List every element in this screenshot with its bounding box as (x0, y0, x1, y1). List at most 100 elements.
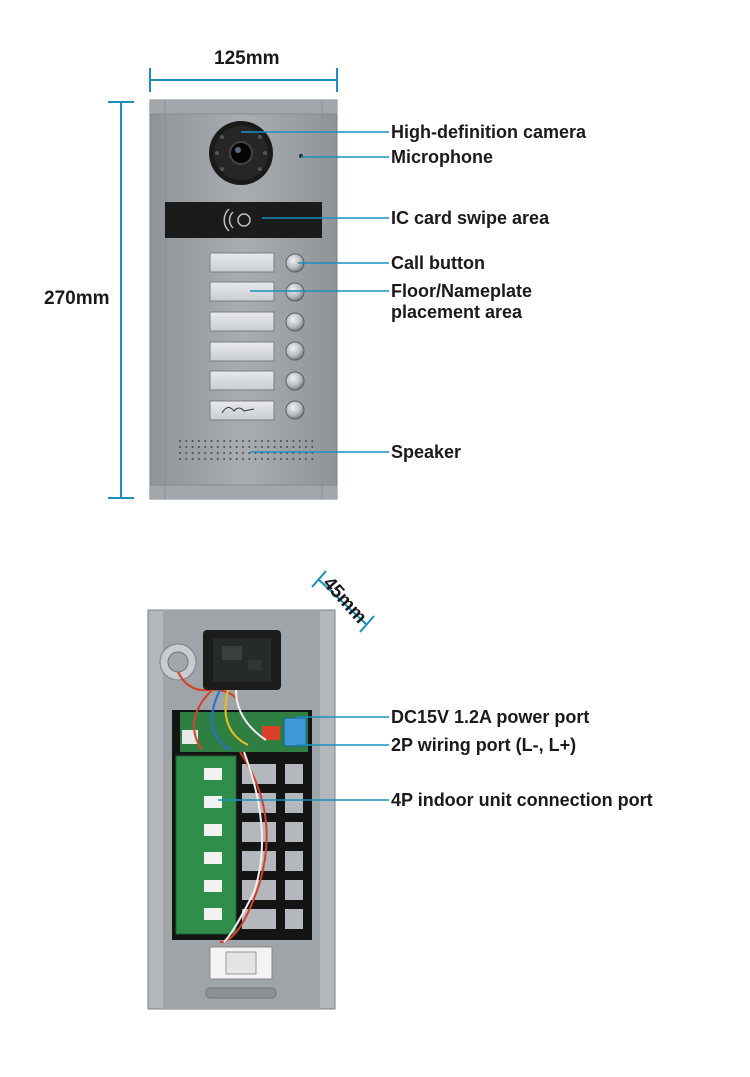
speaker-hole (197, 452, 200, 454)
speaker-hole (229, 452, 232, 454)
front-panel (149, 99, 338, 500)
speaker-hole (229, 458, 232, 460)
speaker-hole (223, 440, 226, 442)
back-speaker (209, 946, 273, 980)
speaker-hole (210, 458, 213, 460)
speaker-hole (179, 458, 181, 460)
speaker-hole (210, 440, 213, 442)
speaker-hole (216, 446, 219, 448)
speaker-hole (260, 440, 263, 442)
label-nameplate-2: placement area (391, 302, 523, 322)
speaker-hole (179, 446, 181, 448)
speaker-hole (216, 458, 219, 460)
speaker-hole (248, 452, 251, 454)
speaker-hole (267, 458, 270, 460)
speaker-hole (204, 446, 207, 448)
speaker-hole (223, 446, 226, 448)
speaker-hole (279, 446, 282, 448)
label-power-port: DC15V 1.2A power port (391, 707, 590, 727)
call-buttons[interactable] (285, 253, 305, 420)
speaker-hole (260, 446, 263, 448)
speaker-hole (185, 440, 188, 442)
speaker-hole (191, 446, 194, 448)
speaker-hole (305, 446, 307, 448)
speaker-hole (311, 446, 314, 448)
speaker-hole (242, 458, 244, 460)
label-indoor-port: 4P indoor unit connection port (391, 790, 653, 810)
speaker-hole (216, 452, 219, 454)
speaker-hole (248, 458, 251, 460)
speaker-hole (248, 446, 251, 448)
speaker-hole (305, 458, 307, 460)
speaker-hole (229, 446, 232, 448)
speaker-hole (267, 440, 270, 442)
speaker-hole (305, 440, 307, 442)
speaker-hole (279, 458, 282, 460)
signature-mark (221, 407, 255, 414)
label-camera: High-definition camera (391, 122, 587, 142)
speaker-hole (185, 446, 188, 448)
label-call-button: Call button (391, 253, 485, 273)
speaker-hole (298, 446, 301, 448)
height-dimension: 270mm (44, 288, 110, 309)
label-speaker: Speaker (391, 442, 462, 462)
label-microphone: Microphone (391, 147, 493, 167)
speaker-hole (197, 446, 200, 448)
speaker-hole (235, 458, 238, 460)
speaker-hole (197, 458, 200, 460)
speaker-hole (311, 458, 314, 460)
speaker-grille (179, 440, 314, 460)
speaker-hole (235, 440, 238, 442)
speaker-hole (292, 446, 295, 448)
speaker-hole (223, 452, 226, 454)
nameplate-slots (209, 252, 275, 421)
speaker-hole (254, 440, 257, 442)
speaker-hole (216, 440, 219, 442)
speaker-hole (210, 452, 213, 454)
speaker-hole (191, 452, 194, 454)
speaker-hole (273, 446, 276, 448)
speaker-hole (210, 446, 213, 448)
speaker-hole (235, 452, 238, 454)
camera-pcb (203, 630, 281, 690)
speaker-hole (242, 440, 244, 442)
speaker-hole (254, 458, 257, 460)
speaker-hole (286, 458, 289, 460)
width-dimension-line (149, 68, 338, 92)
speaker-hole (273, 458, 276, 460)
label-nameplate-1: Floor/Nameplate (391, 281, 533, 301)
speaker-hole (185, 458, 188, 460)
wires (193, 689, 268, 943)
speaker-hole (179, 452, 181, 454)
label-wiring-port: 2P wiring port (L-, L+) (391, 735, 577, 755)
label-ic-card: IC card swipe area (391, 208, 550, 228)
ic-card-area (165, 202, 322, 238)
back-leader-lines (218, 716, 389, 801)
speaker-hole (286, 446, 289, 448)
width-dimension: 125mm (214, 48, 280, 69)
speaker-hole (179, 440, 181, 442)
speaker-hole (292, 458, 295, 460)
speaker-hole (191, 440, 194, 442)
speaker-hole (254, 446, 257, 448)
speaker-hole (185, 452, 188, 454)
height-dimension-line (108, 101, 134, 499)
speaker-hole (197, 440, 200, 442)
speaker-hole (191, 458, 194, 460)
speaker-hole (267, 446, 270, 448)
speaker-hole (286, 440, 289, 442)
speaker-hole (311, 440, 314, 442)
button-pcb (175, 755, 237, 935)
speaker-hole (204, 440, 207, 442)
speaker-hole (298, 458, 301, 460)
depth-dimension-line (311, 570, 375, 633)
speaker-hole (204, 458, 207, 460)
front-leader-lines (241, 131, 389, 453)
speaker-hole (223, 458, 226, 460)
speaker-hole (242, 452, 244, 454)
speaker-hole (248, 440, 251, 442)
speaker-hole (235, 446, 238, 448)
speaker-hole (242, 446, 244, 448)
